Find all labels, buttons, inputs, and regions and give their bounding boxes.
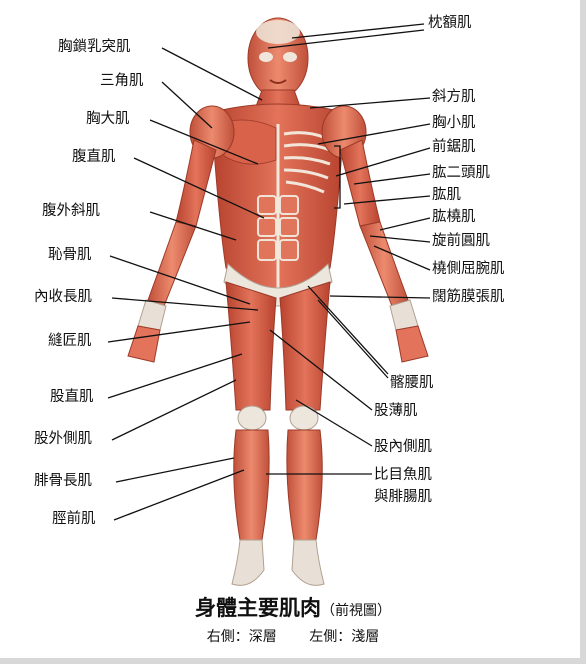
- label-adductor-longus: 內收長肌: [34, 288, 92, 306]
- label-brachialis: 肱肌: [432, 186, 461, 204]
- caption-right: 右側：深層: [207, 629, 277, 645]
- label-external-oblique: 腹外斜肌: [42, 202, 100, 220]
- label-sartorius: 縫匠肌: [48, 332, 92, 350]
- label-brachioradialis: 肱橈肌: [432, 208, 476, 226]
- label-serratus-anterior: 前鋸肌: [432, 138, 476, 156]
- label-flexor-carpi-radialis: 橈側屈腕肌: [432, 260, 505, 278]
- title-sub: （前視圖）: [321, 603, 391, 619]
- label-deltoid: 三角肌: [100, 72, 144, 90]
- label-soleus: 比目魚肌: [374, 466, 432, 484]
- label-pectoralis-major: 胸大肌: [86, 110, 130, 128]
- figure-caption: 右側：深層 左側：淺層: [0, 626, 586, 646]
- label-pectoralis-minor: 胸小肌: [432, 114, 476, 132]
- right-arm: [340, 140, 428, 362]
- label-rectus-femoris: 股直肌: [50, 388, 94, 406]
- figure-title: 身體主要肌肉（前視圖）: [0, 592, 586, 622]
- label-gastrocnemius: 與腓腸肌: [374, 488, 432, 506]
- label-pectineus: 恥骨肌: [48, 246, 92, 264]
- label-iliopsoas: 髂腰肌: [390, 374, 434, 392]
- label-peroneus-longus: 腓骨長肌: [34, 472, 92, 490]
- left-leg: [226, 282, 276, 585]
- head: [248, 18, 308, 98]
- label-gracilis: 股薄肌: [374, 402, 418, 420]
- right-leg: [280, 282, 330, 585]
- label-vastus-lateralis: 股外側肌: [34, 430, 92, 448]
- label-vastus-medialis: 股內側肌: [374, 438, 432, 456]
- label-biceps: 肱二頭肌: [432, 164, 490, 182]
- label-tibialis-anterior: 脛前肌: [52, 510, 96, 528]
- label-sternocleidomastoid: 胸鎖乳突肌: [58, 38, 131, 56]
- label-occipitofrontalis: 枕額肌: [428, 14, 472, 32]
- label-trapezius: 斜方肌: [432, 88, 476, 106]
- label-tensor-fasciae-latae: 闊筋膜張肌: [432, 288, 505, 306]
- label-pronator-teres: 旋前圓肌: [432, 232, 490, 250]
- title-main: 身體主要肌肉: [195, 596, 321, 620]
- label-rectus-abdominis: 腹直肌: [72, 148, 116, 166]
- caption-left: 左側：淺層: [309, 629, 379, 645]
